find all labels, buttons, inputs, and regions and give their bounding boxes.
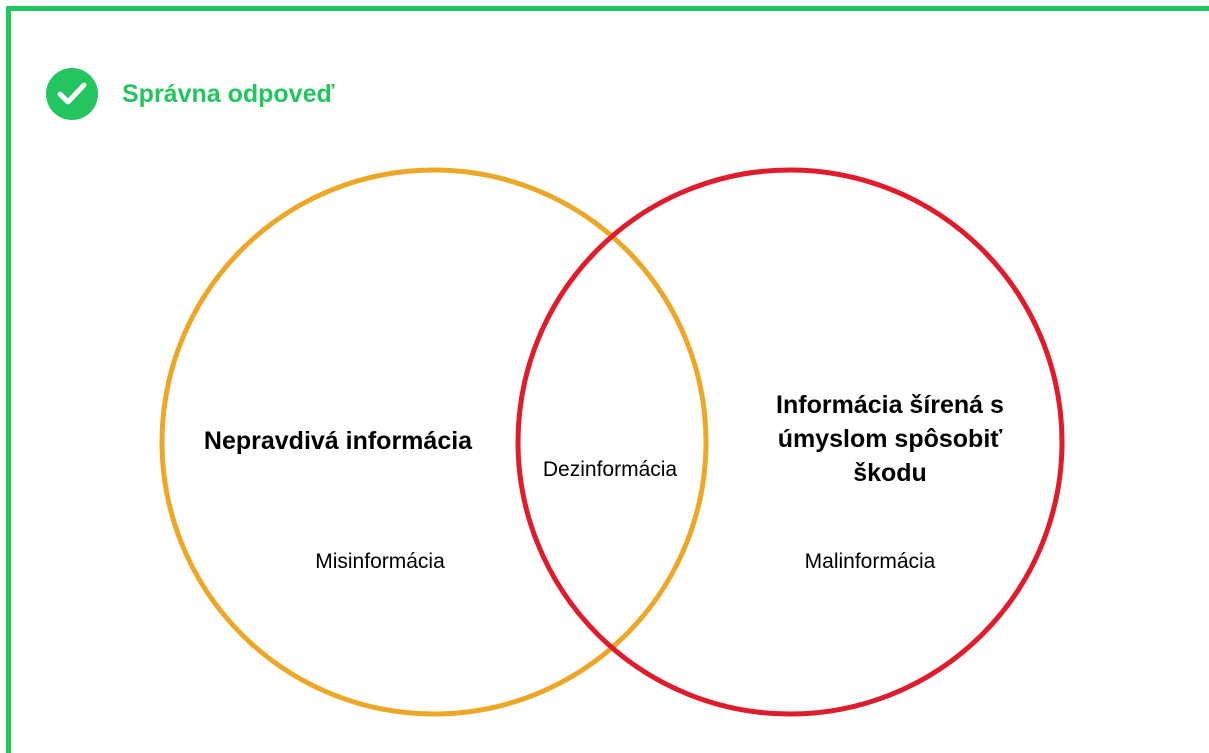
answer-title: Správna odpoveď [122,79,335,108]
right-circle-sublabel: Malinformácia [804,550,936,573]
left-circle-sublabel: Misinformácia [315,550,445,573]
right-circle-title: Informácia šírená s úmyslom spôsobiť ško… [776,391,1004,487]
intersection-label: Dezinformácia [542,458,678,481]
answer-header: Správna odpoveď [46,68,334,120]
right-circle [515,167,1065,717]
check-circle-icon [46,68,98,120]
answer-frame [6,6,1209,753]
checkmark-icon [57,82,87,105]
left-circle [159,167,709,717]
left-circle-title: Nepravdivá informácia [203,427,473,455]
